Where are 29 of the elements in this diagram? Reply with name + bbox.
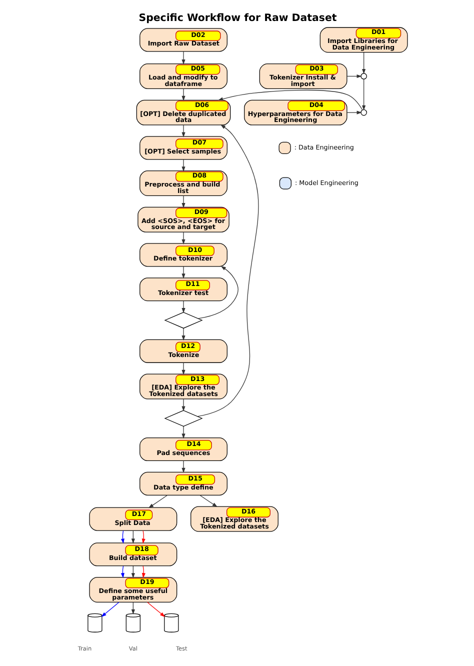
arrow xyxy=(181,159,185,172)
arrow xyxy=(181,398,185,412)
arrow xyxy=(181,51,185,65)
arrow xyxy=(181,195,185,208)
arrow xyxy=(197,266,238,319)
arrow xyxy=(181,362,185,375)
arrow xyxy=(181,300,185,314)
arrow xyxy=(181,266,185,279)
arrow xyxy=(181,460,185,474)
arrow xyxy=(199,494,217,508)
arrow xyxy=(181,426,185,439)
node-diamond xyxy=(164,312,202,329)
arrow xyxy=(181,232,185,244)
arrow xyxy=(196,124,258,417)
arrow xyxy=(141,530,145,544)
arrow xyxy=(362,78,366,111)
arrow xyxy=(181,328,185,341)
node-circle xyxy=(360,109,366,116)
arrow xyxy=(181,88,185,102)
arrow xyxy=(181,124,185,138)
node-diamond xyxy=(164,410,202,427)
arrow xyxy=(346,74,362,78)
arrow xyxy=(346,110,362,114)
arrow xyxy=(100,602,119,617)
node-circle xyxy=(360,73,366,80)
arrow xyxy=(148,494,168,508)
arrow xyxy=(146,602,165,617)
arrow xyxy=(362,52,366,74)
diagram-title: Specific Workflow for Raw Dataset xyxy=(138,13,336,24)
